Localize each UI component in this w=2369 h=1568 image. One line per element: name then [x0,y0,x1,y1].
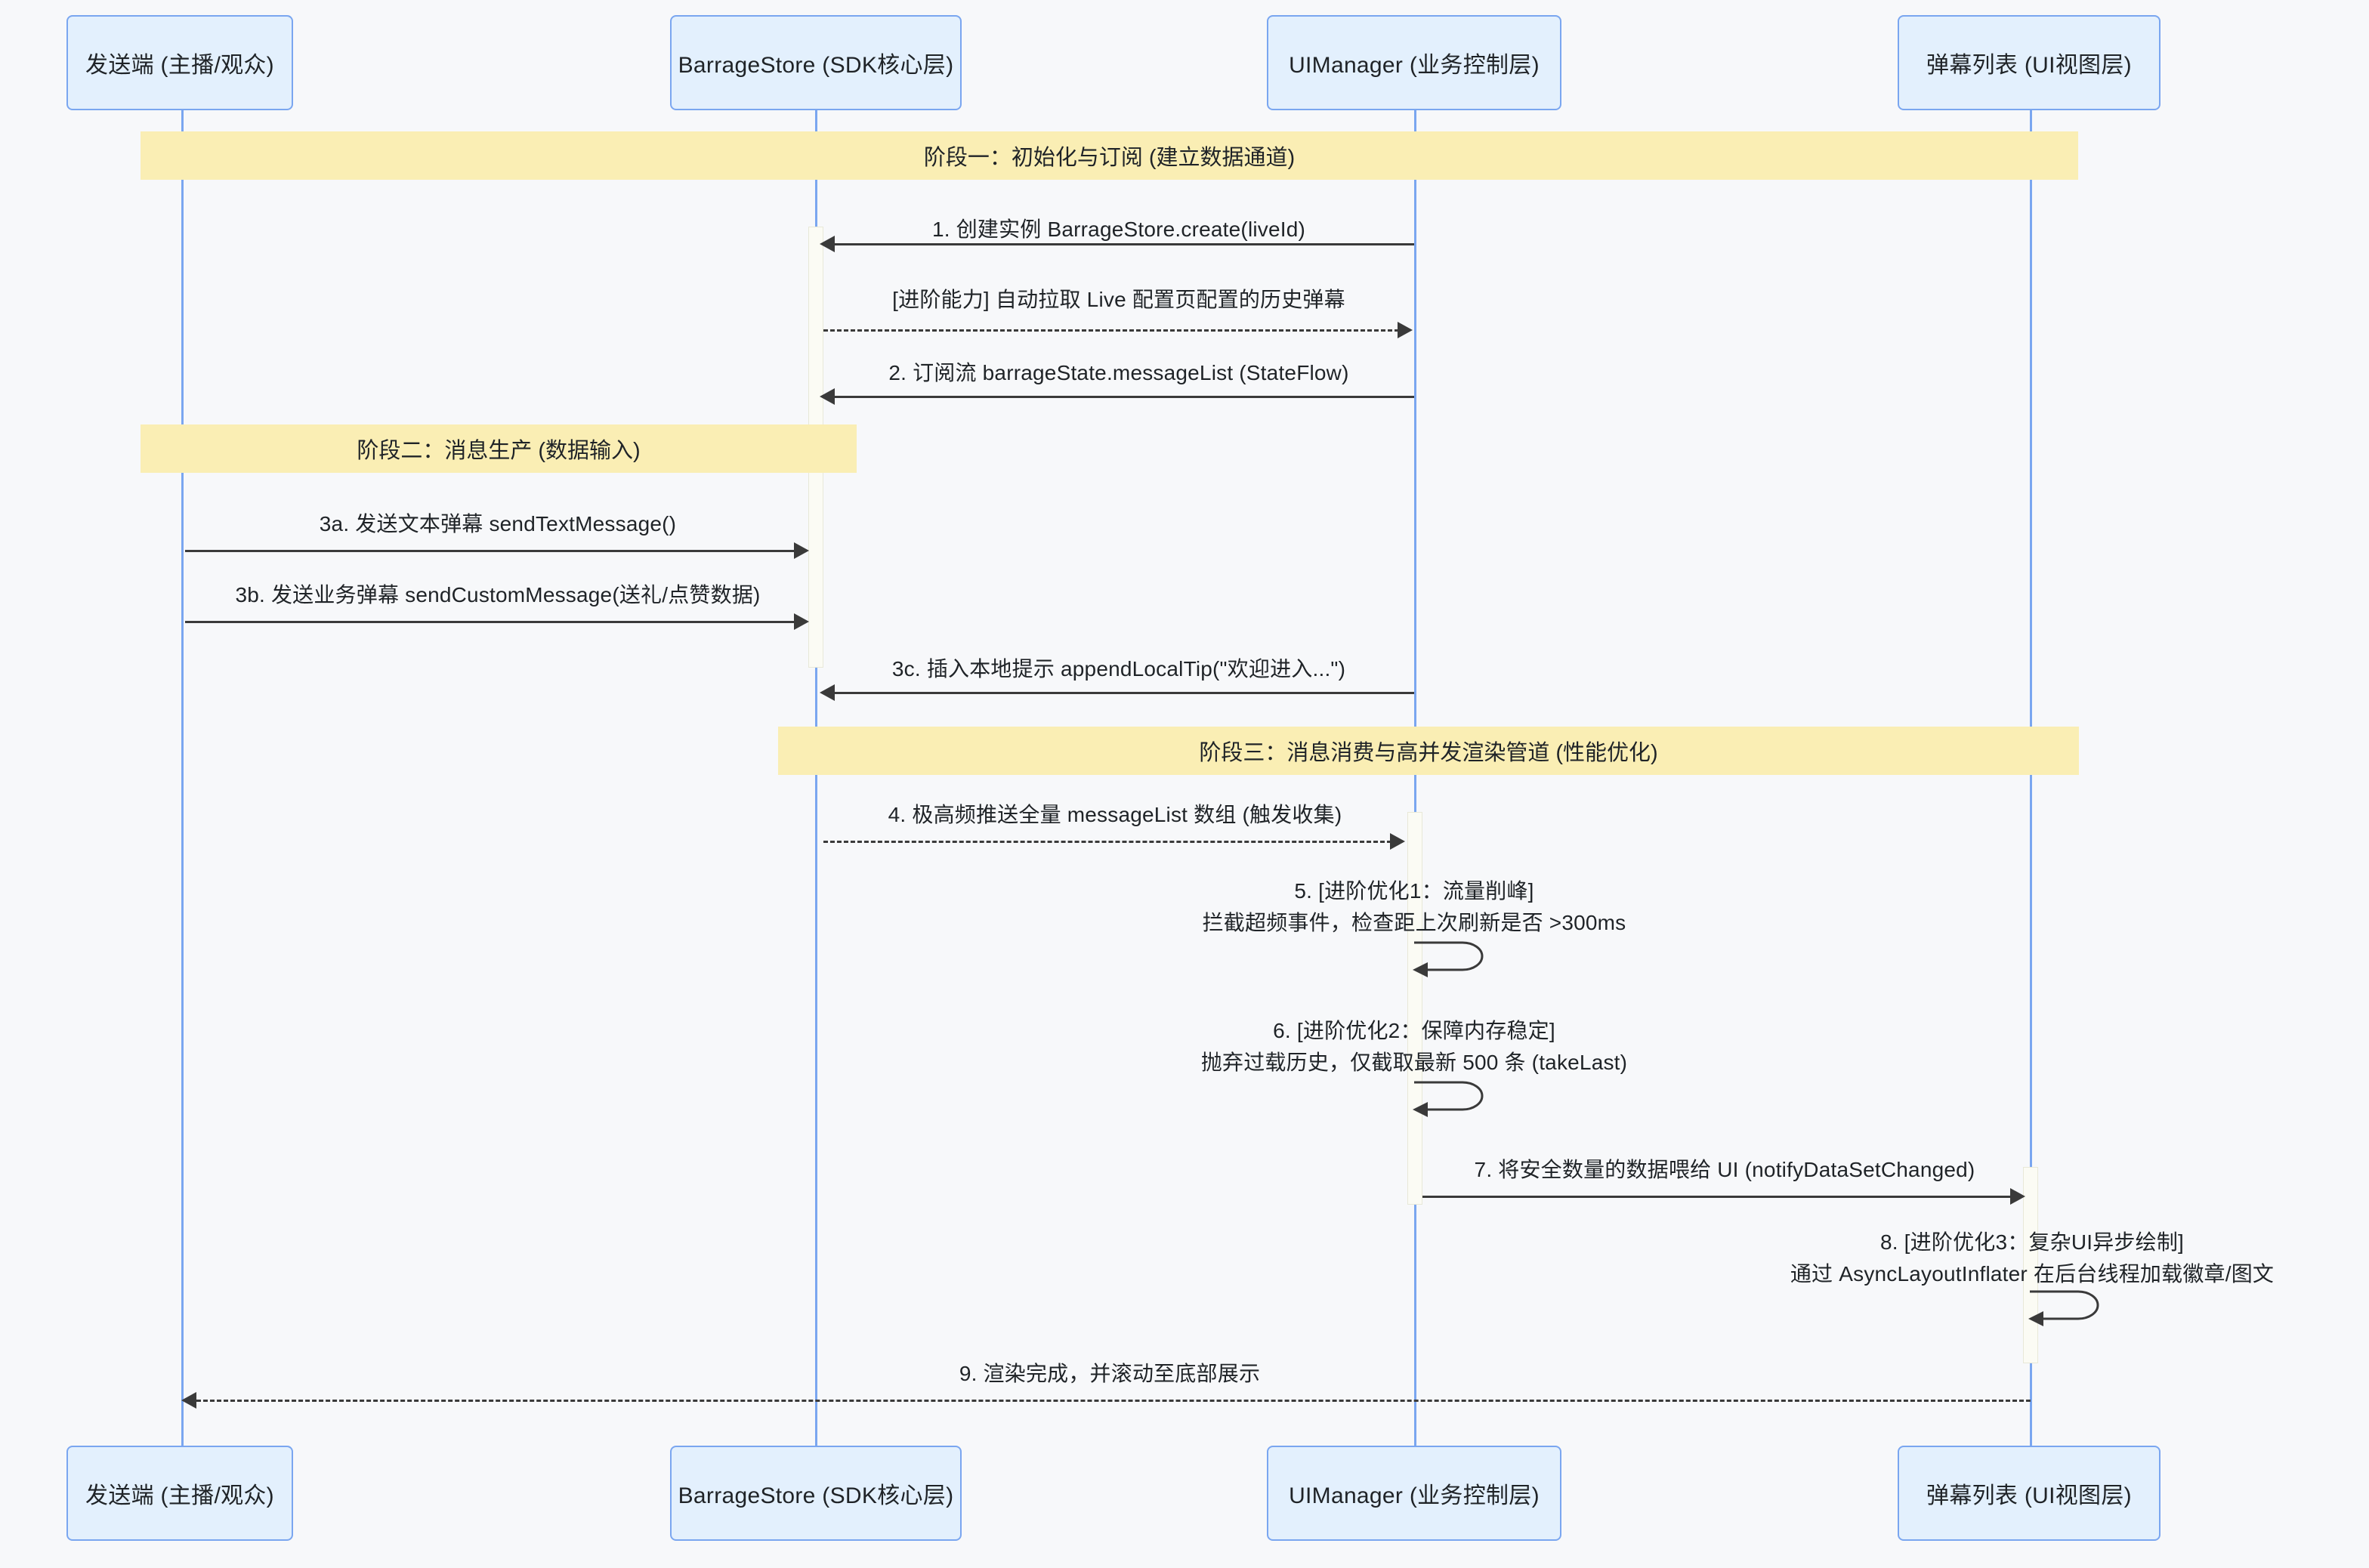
participant-store-footer-label: BarrageStore (SDK核心层) [678,1483,954,1508]
participant-manager-footer-label: UIManager (业务控制层) [1289,1483,1540,1508]
message-6-label-line1: 6. [进阶优化2：保障内存稳定] [1273,1019,1555,1042]
participant-manager-label: UIManager (业务控制层) [1289,53,1540,78]
message-3c-line [823,692,1414,694]
message-8-label-line2: 通过 AsyncLayoutInflater 在后台线程加载徽章/图文 [1790,1262,2275,1286]
message-2-line [823,396,1414,398]
message-3c-arrowhead [820,684,835,701]
lifeline-manager [1414,110,1416,1446]
phase-banner-3-label: 阶段三：消息消费与高并发渲染管道 (性能优化) [1199,741,1658,765]
participant-manager[interactable]: UIManager (业务控制层) [1267,15,1561,110]
lifeline-store [815,110,817,1446]
message-6-label-line2: 抛弃过载历史，仅截取最新 500 条 (takeLast) [1200,1051,1628,1074]
participant-list[interactable]: 弹幕列表 (UI视图层) [1898,15,2161,110]
message-3a-label: 3a. 发送文本弹幕 sendTextMessage() [319,512,677,536]
message-advanced-history-line [823,329,1399,332]
message-6-selfloop [1410,1075,1508,1122]
participant-sender[interactable]: 发送端 (主播/观众) [66,15,293,110]
message-9-label: 9. 渲染完成，并滚动至底部展示 [959,1362,1261,1385]
participant-list-label: 弹幕列表 (UI视图层) [1926,53,2132,78]
message-7-line [1422,1196,2012,1198]
message-4-label: 4. 极高频推送全量 messageList 数组 (触发收集) [888,803,1342,826]
lifeline-list [2030,110,2032,1446]
phase-banner-2: 阶段二：消息生产 (数据输入) [141,424,857,473]
message-5-label-line2: 拦截超频事件，检查距上次刷新是否 >300ms [1202,911,1626,934]
participant-store-footer[interactable]: BarrageStore (SDK核心层) [670,1446,962,1541]
message-5-selfloop [1410,935,1508,982]
message-4-arrowhead [1390,833,1405,850]
message-1-arrowhead [820,236,835,252]
activation-list [2023,1167,2038,1363]
message-7-arrowhead [2010,1188,2025,1205]
phase-banner-3: 阶段三：消息消费与高并发渲染管道 (性能优化) [778,727,2079,775]
message-3a-line [185,550,795,552]
phase-banner-2-label: 阶段二：消息生产 (数据输入) [357,439,641,463]
message-9-arrowhead [181,1392,196,1409]
message-advanced-history-label: [进阶能力] 自动拉取 Live 配置页配置的历史弹幕 [892,288,1345,311]
message-3c-label: 3c. 插入本地提示 appendLocalTip("欢迎进入...") [891,657,1346,681]
participant-manager-footer[interactable]: UIManager (业务控制层) [1267,1446,1561,1541]
message-4-line [823,841,1391,843]
phase-banner-1-label: 阶段一：初始化与订阅 (建立数据通道) [923,146,1296,170]
message-5-label-line1: 5. [进阶优化1：流量削峰] [1294,879,1534,903]
participant-sender-footer[interactable]: 发送端 (主播/观众) [66,1446,293,1541]
message-3b-arrowhead [794,613,809,630]
message-advanced-history-arrowhead [1398,322,1413,338]
message-3b-label: 3b. 发送业务弹幕 sendCustomMessage(送礼/点赞数据) [235,583,761,607]
message-8-label-line1: 8. [进阶优化3：复杂UI异步绘制] [1879,1230,2185,1254]
lifeline-sender [181,110,184,1446]
message-1-line [823,243,1414,245]
participant-sender-footer-label: 发送端 (主播/观众) [85,1483,274,1508]
message-7-label: 7. 将安全数量的数据喂给 UI (notifyDataSetChanged) [1474,1158,1975,1181]
participant-list-footer-label: 弹幕列表 (UI视图层) [1926,1483,2132,1508]
participant-sender-label: 发送端 (主播/观众) [85,53,274,78]
message-9-line [196,1400,2031,1402]
participant-store-label: BarrageStore (SDK核心层) [678,53,954,78]
participant-list-footer[interactable]: 弹幕列表 (UI视图层) [1898,1446,2161,1541]
message-3a-arrowhead [794,542,809,559]
message-2-label: 2. 订阅流 barrageState.messageList (StateFl… [888,361,1349,384]
message-8-selfloop [2025,1284,2123,1331]
phase-banner-1: 阶段一：初始化与订阅 (建立数据通道) [141,131,2078,180]
message-2-arrowhead [820,388,835,405]
participant-store[interactable]: BarrageStore (SDK核心层) [670,15,962,110]
activation-manager [1407,812,1422,1205]
message-1-label: 1. 创建实例 BarrageStore.create(liveId) [931,218,1306,241]
message-3b-line [185,621,795,623]
